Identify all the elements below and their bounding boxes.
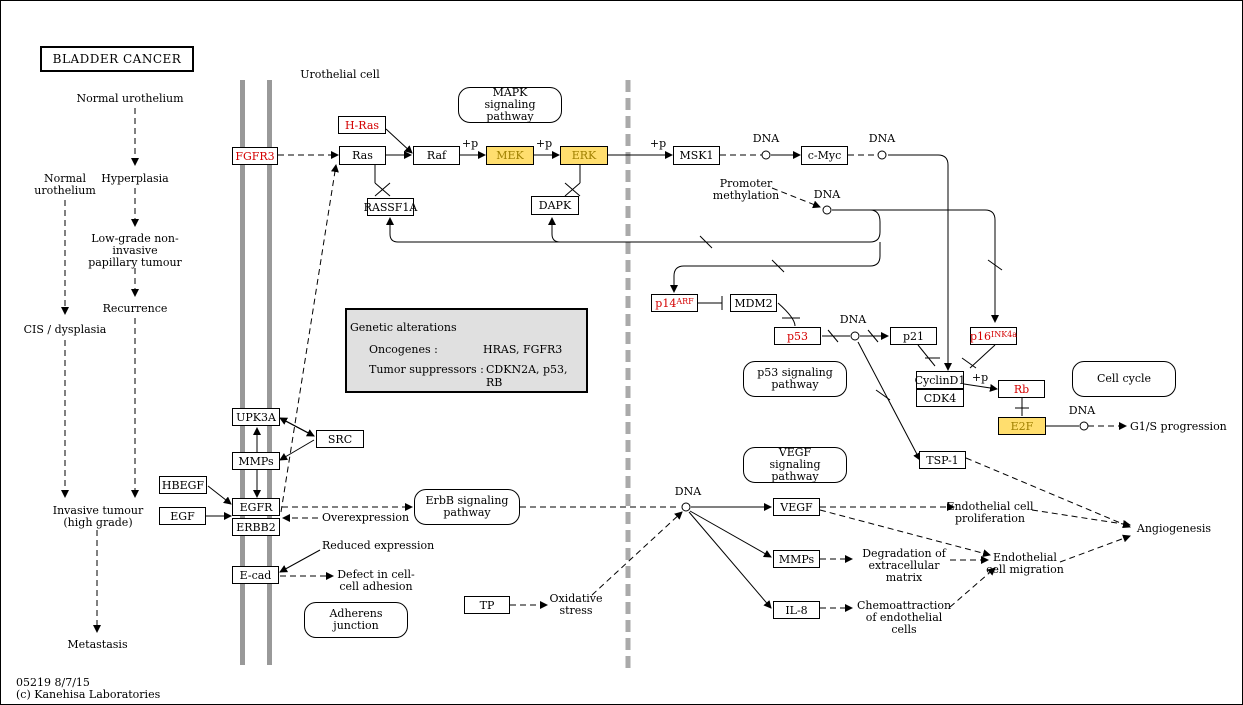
stage-low-grade: Low-grade non-invasive papillary tumour bbox=[88, 232, 182, 269]
gene-msk1[interactable]: MSK1 bbox=[673, 146, 720, 165]
gene-e-cad[interactable]: E-cad bbox=[232, 566, 279, 584]
membrane-left bbox=[240, 80, 245, 665]
genetic-alterations-title: Genetic alterations bbox=[350, 321, 457, 334]
gene-rb[interactable]: Rb bbox=[998, 380, 1045, 398]
map-erbb-signaling[interactable]: ErbB signaling pathway bbox=[414, 489, 520, 525]
dna-node-cmyc bbox=[877, 150, 887, 160]
phospho-label: +p bbox=[461, 137, 479, 150]
gene-tp[interactable]: TP bbox=[464, 596, 510, 614]
reduced-expression-label: Reduced expression bbox=[322, 539, 435, 552]
endothelial-migration-label: Endothelial cell migration bbox=[986, 551, 1064, 576]
gene-upk3a[interactable]: UPK3A bbox=[232, 408, 280, 426]
gene-dapk[interactable]: DAPK bbox=[531, 196, 579, 215]
gene-mmps-nucleus[interactable]: MMPs bbox=[773, 550, 820, 568]
dna-node-vegf bbox=[681, 502, 691, 512]
footer-copyright: (c) Kanehisa Laboratories bbox=[16, 688, 161, 701]
map-vegf-signaling[interactable]: VEGF signaling pathway bbox=[743, 447, 847, 483]
gene-raf[interactable]: Raf bbox=[413, 146, 460, 165]
genetic-alterations-box: Genetic alterations Oncogenes : HRAS, FG… bbox=[345, 308, 588, 393]
gene-mmps-membrane[interactable]: MMPs bbox=[232, 452, 280, 470]
gene-vegf[interactable]: VEGF bbox=[773, 498, 820, 516]
g1s-progression-label: G1/S progression bbox=[1130, 420, 1227, 433]
promoter-methylation-label: Promoter methylation bbox=[712, 177, 780, 202]
dna-node-p53 bbox=[850, 331, 860, 341]
stage-normal-urothelium: Normal urothelium bbox=[76, 92, 184, 105]
gene-cdk4[interactable]: CDK4 bbox=[916, 389, 964, 407]
gene-tsp-1[interactable]: TSP-1 bbox=[919, 451, 966, 469]
gene-p16-superscript: INK4a bbox=[991, 329, 1018, 339]
gene-mdm2[interactable]: MDM2 bbox=[730, 294, 777, 312]
dna-node-methylation bbox=[822, 205, 832, 215]
dna-label: DNA bbox=[752, 132, 780, 145]
degradation-ecm-label: Degradation of extracellular matrix bbox=[862, 547, 946, 584]
map-adherens-junction[interactable]: Adherens junction bbox=[304, 602, 408, 638]
chemoattraction-label: Chemoattraction of endothelial cells bbox=[856, 599, 952, 636]
gene-p14-label: p14 bbox=[655, 296, 677, 310]
gene-c-myc[interactable]: c-Myc bbox=[801, 146, 848, 165]
dna-label: DNA bbox=[868, 132, 896, 145]
phospho-label: +p bbox=[971, 371, 989, 384]
overexpression-label: Overexpression bbox=[322, 511, 410, 524]
angiogenesis-label: Angiogenesis bbox=[1136, 522, 1212, 535]
gene-rassf1a[interactable]: RASSF1A bbox=[364, 198, 417, 216]
stage-invasive: Invasive tumour (high grade) bbox=[52, 504, 144, 529]
tumor-suppressors-label: Tumor suppressors : bbox=[369, 363, 484, 376]
dna-label: DNA bbox=[839, 313, 867, 326]
oxidative-stress-label: Oxidative stress bbox=[549, 592, 603, 617]
page-title: BLADDER CANCER bbox=[40, 46, 194, 72]
gene-il-8[interactable]: IL-8 bbox=[773, 601, 820, 619]
map-mapk-signaling[interactable]: MAPK signaling pathway bbox=[458, 87, 562, 123]
membrane-right bbox=[267, 80, 272, 665]
footer-version: 05219 8/7/15 bbox=[16, 676, 90, 689]
gene-p53[interactable]: p53 bbox=[774, 327, 821, 345]
dna-node-msk1 bbox=[761, 150, 771, 160]
gene-hbegf[interactable]: HBEGF bbox=[159, 476, 207, 494]
gene-e2f[interactable]: E2F bbox=[998, 417, 1046, 435]
stage-metastasis: Metastasis bbox=[67, 638, 128, 651]
dna-label: DNA bbox=[1068, 404, 1096, 417]
oncogenes-value: HRAS, FGFR3 bbox=[483, 343, 563, 356]
map-cell-cycle[interactable]: Cell cycle bbox=[1072, 361, 1176, 397]
gene-erk[interactable]: ERK bbox=[560, 146, 608, 165]
gene-p21[interactable]: p21 bbox=[890, 327, 937, 345]
map-p53-signaling[interactable]: p53 signaling pathway bbox=[743, 361, 847, 397]
stage-cis: CIS / dysplasia bbox=[23, 323, 107, 336]
gene-src[interactable]: SRC bbox=[316, 430, 364, 448]
gene-egf[interactable]: EGF bbox=[159, 507, 206, 525]
dna-label: DNA bbox=[813, 188, 841, 201]
gene-h-ras[interactable]: H-Ras bbox=[338, 116, 386, 134]
gene-p14-superscript: ARF bbox=[676, 296, 694, 306]
stage-normal-urothelium-left: Normal urothelium bbox=[34, 172, 96, 197]
phospho-label: +p bbox=[535, 137, 553, 150]
dna-node-e2f bbox=[1079, 421, 1089, 431]
gene-egfr[interactable]: EGFR bbox=[232, 498, 280, 516]
tumor-suppressors-value: CDKN2A, p53, RB bbox=[486, 363, 568, 389]
stage-hyperplasia: Hyperplasia bbox=[101, 172, 169, 185]
gene-erbb2[interactable]: ERBB2 bbox=[232, 518, 280, 536]
dna-label: DNA bbox=[674, 485, 702, 498]
endothelial-proliferation-label: Endothelial cell proliferation bbox=[946, 500, 1034, 525]
gene-ras[interactable]: Ras bbox=[339, 146, 386, 165]
gene-mek[interactable]: MEK bbox=[486, 146, 534, 165]
phospho-label: +p bbox=[649, 137, 667, 150]
gene-cyclind1[interactable]: CyclinD1 bbox=[915, 371, 965, 389]
gene-p16-label: p16 bbox=[969, 329, 992, 343]
gene-fgfr3[interactable]: FGFR3 bbox=[232, 147, 278, 165]
cell-label: Urothelial cell bbox=[300, 68, 380, 81]
stage-recurrence: Recurrence bbox=[102, 302, 168, 315]
oncogenes-label: Oncogenes : bbox=[369, 343, 438, 356]
defect-adhesion-label: Defect in cell-cell adhesion bbox=[337, 568, 415, 593]
